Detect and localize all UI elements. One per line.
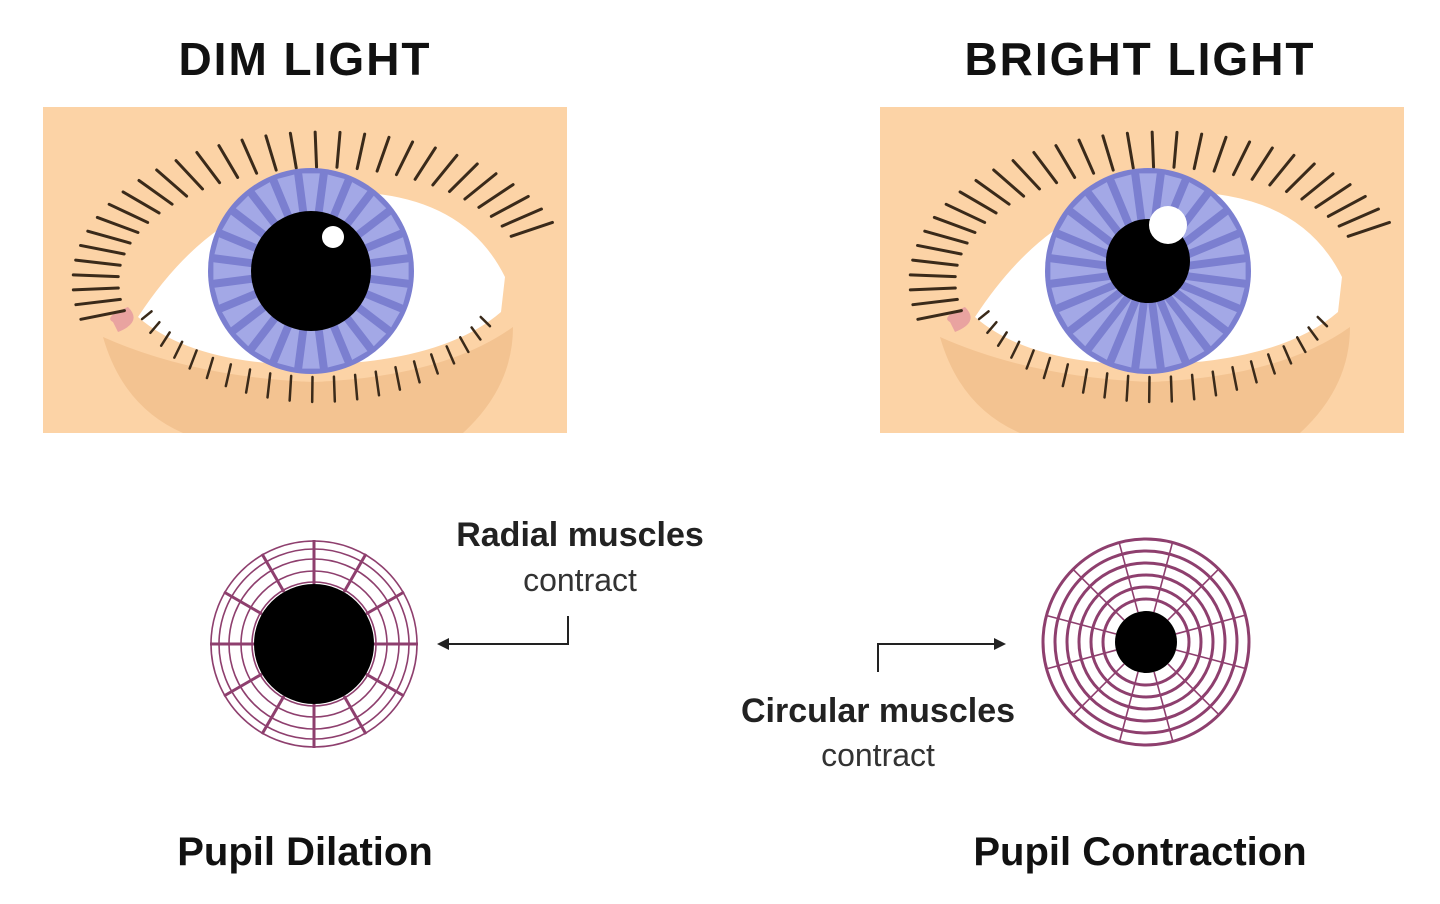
circular-arrow-icon [877,638,1006,672]
dim-light-title: DIM LIGHT [178,33,432,85]
circular-muscles-label: Circular muscles [740,692,1016,730]
radial-muscles-label: Radial muscles [456,516,704,554]
radial-muscle-diagram [208,538,420,750]
dim-light-eye-illustration [43,107,567,433]
radial-muscles-action: contract [523,562,637,598]
dilated-pupil [254,584,374,704]
pupil-contraction-caption: Pupil Contraction [973,830,1307,874]
radial-arrow-icon [437,616,569,650]
circular-muscle-diagram [1040,536,1252,748]
bright-light-title: BRIGHT LIGHT [964,33,1316,85]
contracted-pupil [1115,611,1177,673]
pupil-dilation-caption: Pupil Dilation [177,830,433,874]
circular-muscles-action: contract [821,737,935,773]
bright-light-eye-illustration [880,107,1404,433]
